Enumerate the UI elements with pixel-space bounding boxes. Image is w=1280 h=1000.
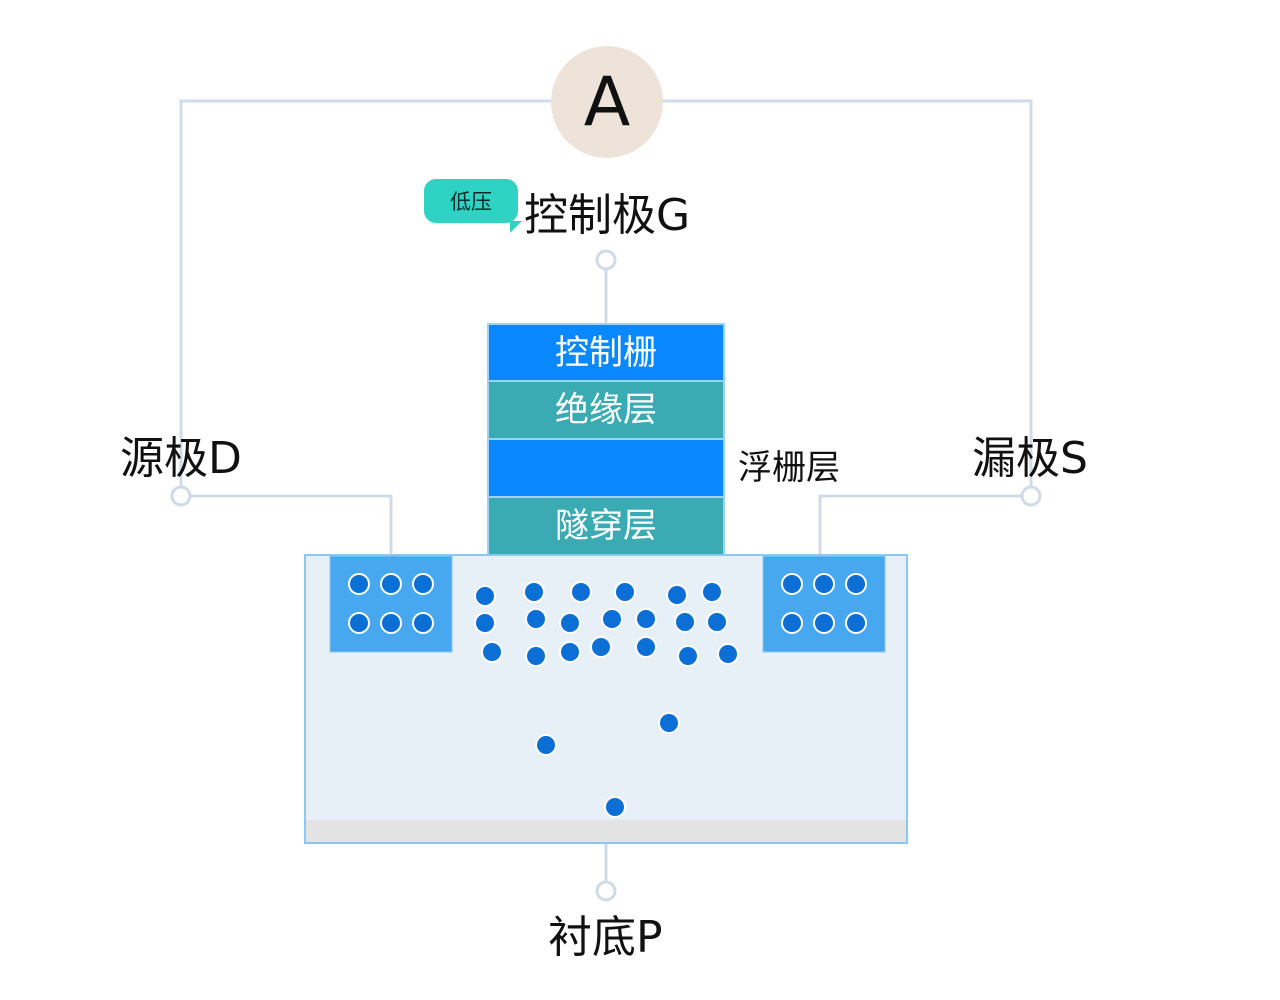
channel-electron <box>614 581 636 603</box>
channel-electron <box>635 608 657 630</box>
floating-gate-label: 浮栅层 <box>738 448 840 488</box>
channel-electron <box>481 641 503 663</box>
tunnel-layer <box>487 496 725 556</box>
gate-terminal <box>595 249 617 271</box>
drain-label: 漏极S <box>972 433 1088 484</box>
gate-label: 控制极G <box>524 190 691 241</box>
bubble-text: 低压 <box>450 190 492 214</box>
drain-electron <box>781 612 803 634</box>
channel-electron <box>706 611 728 633</box>
substrate-electron <box>604 796 626 818</box>
source-electron <box>348 612 370 634</box>
channel-electron <box>474 612 496 634</box>
substrate-terminal <box>595 880 617 902</box>
channel-electron <box>474 585 496 607</box>
drain-terminal <box>1020 485 1042 507</box>
drain-electron <box>845 573 867 595</box>
source-label: 源极D <box>120 433 242 484</box>
ammeter-label: A <box>583 62 631 142</box>
source-terminal <box>170 485 192 507</box>
channel-electron <box>559 612 581 634</box>
channel-electron <box>590 636 612 658</box>
ammeter: A <box>551 46 663 158</box>
drain-electron <box>813 573 835 595</box>
drain-well <box>762 555 886 653</box>
substrate-label: 衬底P <box>548 912 663 963</box>
source-well <box>329 555 453 653</box>
source-electron <box>412 612 434 634</box>
floating-gate-layer <box>487 438 725 498</box>
channel-electron <box>559 641 581 663</box>
drain-electron <box>781 573 803 595</box>
channel-electron <box>570 581 592 603</box>
insulator-layer <box>487 380 725 440</box>
insulator-text: 绝缘层 <box>555 390 657 430</box>
drain-electron <box>845 612 867 634</box>
source-electron <box>380 612 402 634</box>
low-voltage-bubble: 低压 <box>424 179 522 233</box>
wire-source-well <box>181 494 393 556</box>
wire-drain-well <box>818 494 1031 556</box>
substrate-electron <box>535 734 557 756</box>
substrate-electron <box>658 712 680 734</box>
channel-electron <box>717 643 739 665</box>
channel-electron <box>701 581 723 603</box>
substrate-base <box>306 820 906 842</box>
channel-electron <box>601 608 623 630</box>
channel-electron <box>525 645 547 667</box>
channel-electron <box>523 581 545 603</box>
wire-meter-drain <box>662 99 1033 496</box>
channel-electron <box>635 636 657 658</box>
channel-electron <box>674 611 696 633</box>
tunnel-text: 隧穿层 <box>555 506 657 546</box>
source-electron <box>348 573 370 595</box>
source-electron <box>380 573 402 595</box>
channel-electron <box>677 645 699 667</box>
channel-electron <box>525 608 547 630</box>
source-electron <box>412 573 434 595</box>
channel-electron <box>666 584 688 606</box>
wire-meter-source <box>179 99 552 496</box>
control-gate-text: 控制栅 <box>555 333 657 373</box>
drain-electron <box>813 612 835 634</box>
wires <box>179 99 1033 882</box>
